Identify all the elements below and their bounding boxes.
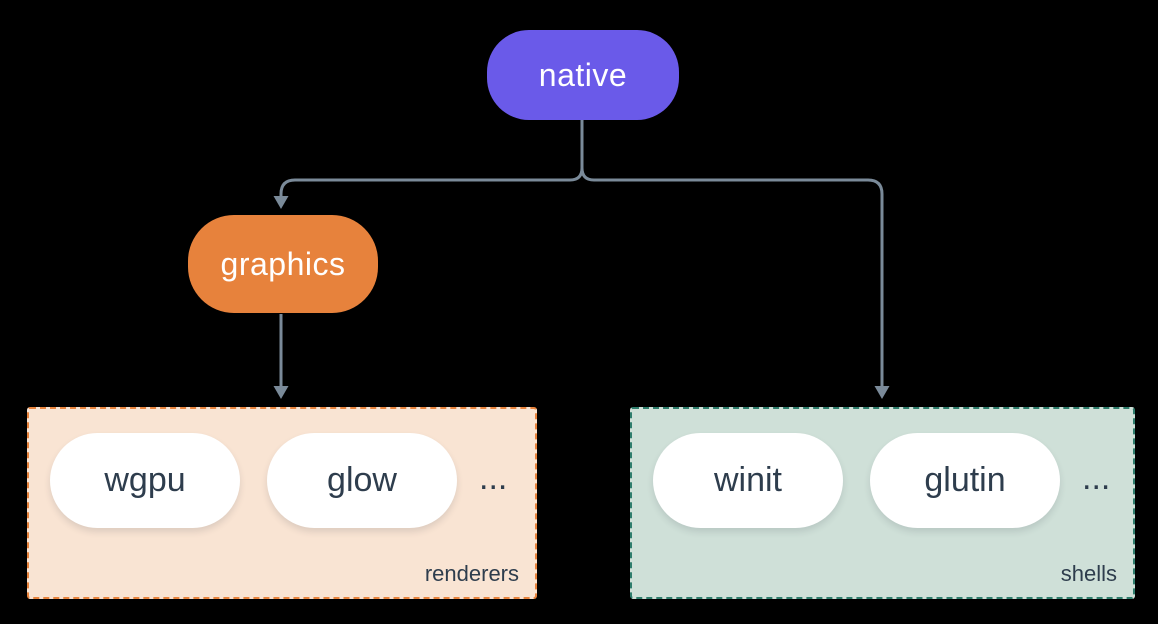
arrowhead-renderers-icon	[273, 386, 289, 399]
node-native-label: native	[538, 56, 628, 93]
node-glow-label: glow	[327, 461, 397, 499]
node-glutin-label: glutin	[924, 461, 1006, 499]
node-wgpu: wgpu	[50, 433, 240, 528]
edge-native-graphics	[279, 118, 584, 197]
node-winit: winit	[653, 433, 843, 528]
node-native: native	[487, 30, 679, 120]
group-shells: winit glutin ... shells	[630, 407, 1135, 599]
node-glow: glow	[267, 433, 457, 528]
arrowhead-shells-icon	[874, 386, 890, 399]
shells-ellipsis: ...	[1082, 459, 1111, 497]
group-shells-label: shells	[1060, 561, 1117, 586]
group-renderers-label: renderers	[424, 561, 519, 586]
node-glutin: glutin	[870, 433, 1060, 528]
node-graphics: graphics	[188, 215, 378, 313]
renderers-ellipsis: ...	[479, 459, 508, 497]
node-winit-label: winit	[713, 461, 783, 499]
edge-native-shells	[580, 118, 884, 388]
group-renderers: wgpu glow ... renderers	[27, 407, 537, 599]
node-graphics-label: graphics	[220, 245, 346, 282]
arrowhead-graphics-icon	[273, 196, 289, 209]
node-wgpu-label: wgpu	[104, 461, 186, 499]
